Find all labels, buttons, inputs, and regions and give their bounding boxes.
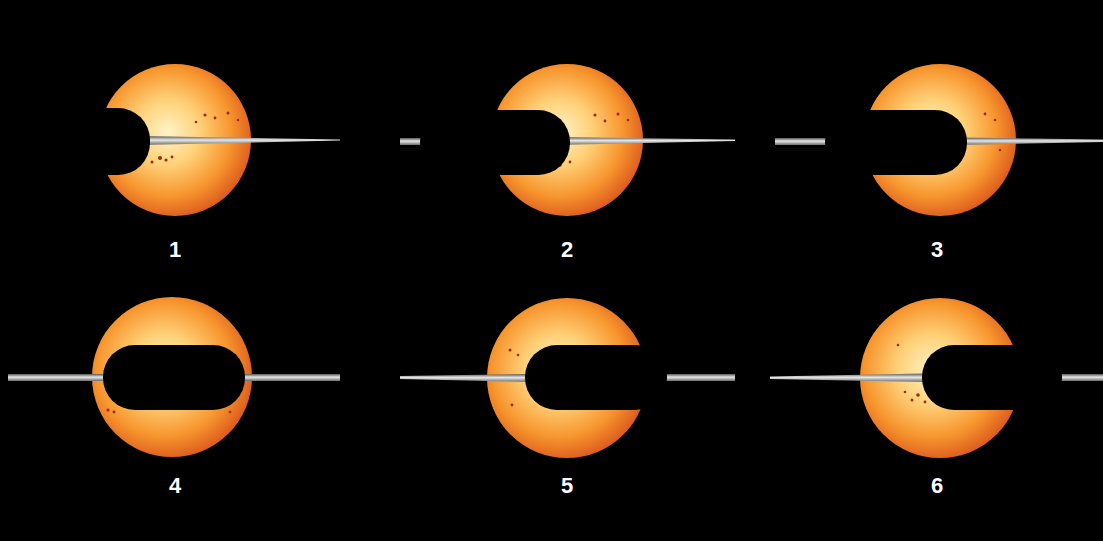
jet-rod [1055,374,1103,381]
jet-rod [400,374,530,382]
occulting-body [420,110,570,175]
panel-number: 1 [169,239,181,261]
sunspots [984,113,1002,152]
transit-panel [400,64,735,216]
panel-number: 3 [931,239,943,261]
transit-panel [775,64,1103,216]
occulting-body [825,110,967,175]
jet-rod [140,136,340,145]
transit-panel [770,298,1103,458]
transit-panel [400,298,735,458]
transit-panel [0,64,340,216]
sun-disk [92,297,252,457]
jet-rod [770,374,925,383]
jet-rod [555,137,735,145]
panel-number: 2 [561,239,573,261]
panel-number: 5 [561,475,573,497]
jet-rod [660,374,735,381]
transit-panel [8,297,340,457]
jet-rod [955,138,1103,146]
occulting-body [0,108,150,175]
jet-rod [8,374,108,381]
occulting-body [922,345,1062,410]
panel-number: 6 [931,475,943,497]
occulting-body [525,345,667,410]
panel-number: 4 [169,475,181,497]
occulting-body [103,345,245,410]
jet-rod [240,374,340,381]
sunspots [897,344,927,404]
